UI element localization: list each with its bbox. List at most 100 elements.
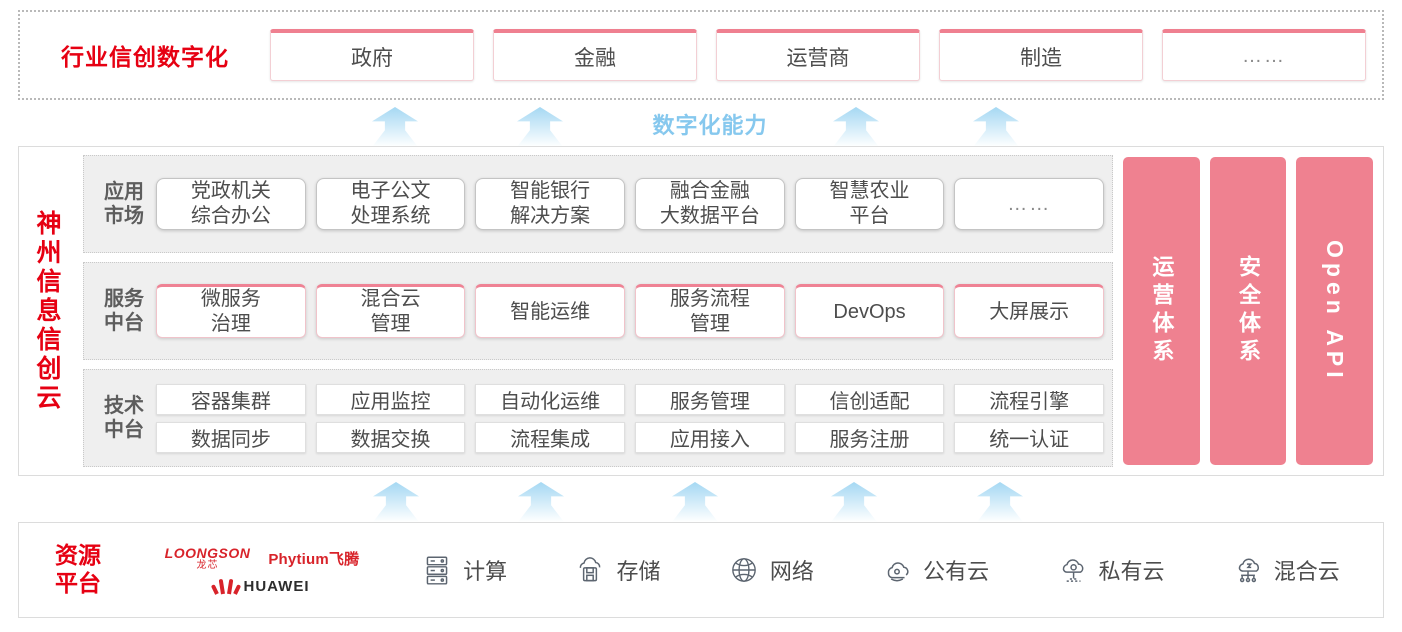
- cloud-title-char: 神: [36, 209, 62, 238]
- tech-card-process-integration[interactable]: 流程集成: [475, 421, 626, 453]
- cloud-storage-icon: [573, 553, 607, 587]
- cloud-title-char: 息: [36, 296, 62, 325]
- vendor-logo-row-1: LOONGSON 龙芯 Phytium飞腾: [165, 546, 360, 571]
- resource-item-label: 存储: [616, 559, 661, 584]
- up-arrow-icon: [831, 482, 877, 522]
- app-card-e-document-system[interactable]: 电子公文 处理系统: [315, 178, 466, 230]
- app-card-finance-bigdata[interactable]: 融合金融 大数据平台: [635, 178, 785, 230]
- app-card-party-gov-office[interactable]: 党政机关 综合办公: [156, 178, 306, 230]
- public-cloud-icon: [880, 553, 914, 587]
- tech-card-service-registry[interactable]: 服务注册: [794, 421, 945, 453]
- pillar-label: 运营体系: [1149, 255, 1175, 367]
- tech-card-data-exchange[interactable]: 数据交换: [315, 421, 466, 453]
- resource-item-label: 网络: [769, 559, 814, 584]
- resource-item-list: 计算 存储: [387, 553, 1383, 587]
- pillar-label: Open API: [1322, 239, 1349, 383]
- tech-platform-cards: 容器集群 应用监控 自动化运维 服务管理 信创适配 流程引擎 数据同步 数据交换…: [156, 383, 1105, 453]
- hybrid-cloud-icon: [1231, 553, 1265, 587]
- tech-card-row-1: 容器集群 应用监控 自动化运维 服务管理 信创适配 流程引擎: [156, 383, 1105, 415]
- resource-item-public-cloud[interactable]: 公有云: [880, 553, 989, 587]
- industry-band-title: 行业信创数字化: [61, 44, 229, 70]
- cloud-title-char: 信: [36, 267, 62, 296]
- cloud-platform-title: 神 州 信 息 信 创 云: [19, 147, 79, 475]
- service-card-microservice-governance[interactable]: 微服务 治理: [156, 284, 306, 338]
- cloud-platform-body: 应用 市场 党政机关 综合办公 电子公文: [79, 147, 1383, 475]
- vendor-logo-row-2: HUAWEI: [210, 577, 310, 595]
- app-market-cards: 党政机关 综合办公 电子公文 处理系统 智能银行: [156, 178, 1105, 230]
- tech-card-process-engine[interactable]: 流程引擎: [954, 383, 1105, 415]
- cloud-title-char: 州: [36, 238, 62, 267]
- service-card-process-mgmt[interactable]: 服务流程 管理: [635, 284, 785, 338]
- tech-card-data-sync[interactable]: 数据同步: [156, 421, 306, 453]
- cloud-platform-panel: 神 州 信 息 信 创 云 应用 市场 党政机关: [18, 146, 1384, 476]
- pillar-security-system[interactable]: 安全体系: [1209, 157, 1287, 465]
- phytium-logo: Phytium飞腾: [268, 550, 360, 568]
- resource-item-network[interactable]: 网络: [727, 553, 814, 587]
- row-service-platform: 服务 中台 微服务 治理 混合云 管: [83, 262, 1113, 360]
- tech-card-container-cluster[interactable]: 容器集群: [156, 383, 306, 415]
- industry-card-list: 政府 金融 运营商 制造 ……: [270, 29, 1382, 81]
- resource-item-private-cloud[interactable]: 私有云: [1055, 553, 1164, 587]
- loongson-logo-text-en: LOONGSON: [164, 544, 251, 561]
- row-label-service-platform: 服务 中台: [104, 287, 144, 334]
- resource-item-label: 计算: [463, 559, 508, 584]
- industry-card-manufacturing[interactable]: 制造: [939, 29, 1143, 81]
- up-arrow-icon: [518, 482, 564, 522]
- up-arrow-icon: [672, 482, 718, 522]
- app-card-smart-agriculture[interactable]: 智慧农业 平台: [794, 178, 945, 230]
- pillar-open-api[interactable]: Open API: [1296, 157, 1374, 465]
- app-card-smart-banking[interactable]: 智能银行 解决方案: [475, 178, 626, 230]
- row-tech-platform: 技术 中台 容器集群 应用监控 自动化运维 服务管理 信创适配 流程引擎: [83, 369, 1113, 467]
- loongson-logo: LOONGSON 龙芯: [165, 546, 251, 571]
- service-card-hybrid-cloud-mgmt[interactable]: 混合云 管理: [315, 284, 466, 338]
- network-globe-icon: [727, 553, 761, 587]
- industry-card-finance[interactable]: 金融: [493, 29, 697, 81]
- capability-label: 数字化能力: [652, 113, 768, 138]
- tech-card-app-monitoring[interactable]: 应用监控: [315, 383, 466, 415]
- huawei-logo-text: HUAWEI: [243, 577, 310, 595]
- pillar-operations-system[interactable]: 运营体系: [1123, 157, 1200, 465]
- resource-item-label: 私有云: [1098, 559, 1165, 584]
- loongson-logo-text-cn: 龙芯: [196, 559, 219, 571]
- service-platform-cards: 微服务 治理 混合云 管理 智能运维: [156, 284, 1105, 338]
- tech-card-automated-ops[interactable]: 自动化运维: [475, 383, 626, 415]
- resource-arrow-gap: [0, 478, 1402, 522]
- resource-item-compute[interactable]: 计算: [420, 553, 507, 587]
- service-card-intelligent-ops[interactable]: 智能运维: [475, 284, 626, 338]
- industry-card-government[interactable]: 政府: [270, 29, 474, 81]
- resource-item-hybrid-cloud[interactable]: 混合云: [1231, 553, 1340, 587]
- resource-item-label: 混合云: [1273, 559, 1340, 584]
- private-cloud-icon: [1055, 553, 1089, 587]
- cloud-pillar-list: 运营体系 安全体系 Open API: [1123, 155, 1374, 467]
- cloud-title-char: 创: [36, 354, 62, 383]
- resource-platform-title: 资源 平台: [55, 542, 101, 596]
- app-card-more[interactable]: ……: [954, 178, 1105, 230]
- cloud-title-char: 信: [36, 325, 62, 354]
- service-card-dashboard[interactable]: 大屏展示: [954, 284, 1105, 338]
- up-arrow-icon: [977, 482, 1023, 522]
- row-label-app-market: 应用 市场: [104, 180, 144, 227]
- up-arrow-icon: [973, 107, 1019, 147]
- cloud-row-list: 应用 市场 党政机关 综合办公 电子公文: [83, 155, 1113, 467]
- capability-arrow-gap: 数字化能力: [0, 103, 1402, 147]
- up-arrow-icon: [372, 107, 418, 147]
- tech-card-app-access[interactable]: 应用接入: [635, 421, 785, 453]
- resource-item-label: 公有云: [923, 559, 990, 584]
- huawei-logo: HUAWEI: [210, 577, 310, 595]
- tech-card-unified-auth[interactable]: 统一认证: [954, 421, 1105, 453]
- tech-card-service-mgmt[interactable]: 服务管理: [635, 383, 785, 415]
- pillar-label: 安全体系: [1236, 255, 1261, 367]
- server-rack-icon: [420, 553, 454, 587]
- industry-band: 行业信创数字化 政府 金融 运营商 制造 ……: [18, 10, 1384, 100]
- industry-card-telecom[interactable]: 运营商: [716, 29, 920, 81]
- service-card-devops[interactable]: DevOps: [794, 284, 945, 338]
- up-arrow-icon: [517, 107, 563, 147]
- tech-card-xinchuang-adaptation[interactable]: 信创适配: [794, 383, 945, 415]
- resource-item-storage[interactable]: 存储: [573, 553, 661, 587]
- resource-platform-panel: 资源 平台 LOONGSON 龙芯 Phytium飞腾 HUAWEI: [18, 522, 1384, 618]
- vendor-logo-list: LOONGSON 龙芯 Phytium飞腾 HUAWEI: [137, 546, 387, 595]
- huawei-petal-icon: [210, 578, 241, 595]
- row-label-tech-platform: 技术 中台: [104, 394, 144, 441]
- industry-card-more[interactable]: ……: [1162, 29, 1366, 81]
